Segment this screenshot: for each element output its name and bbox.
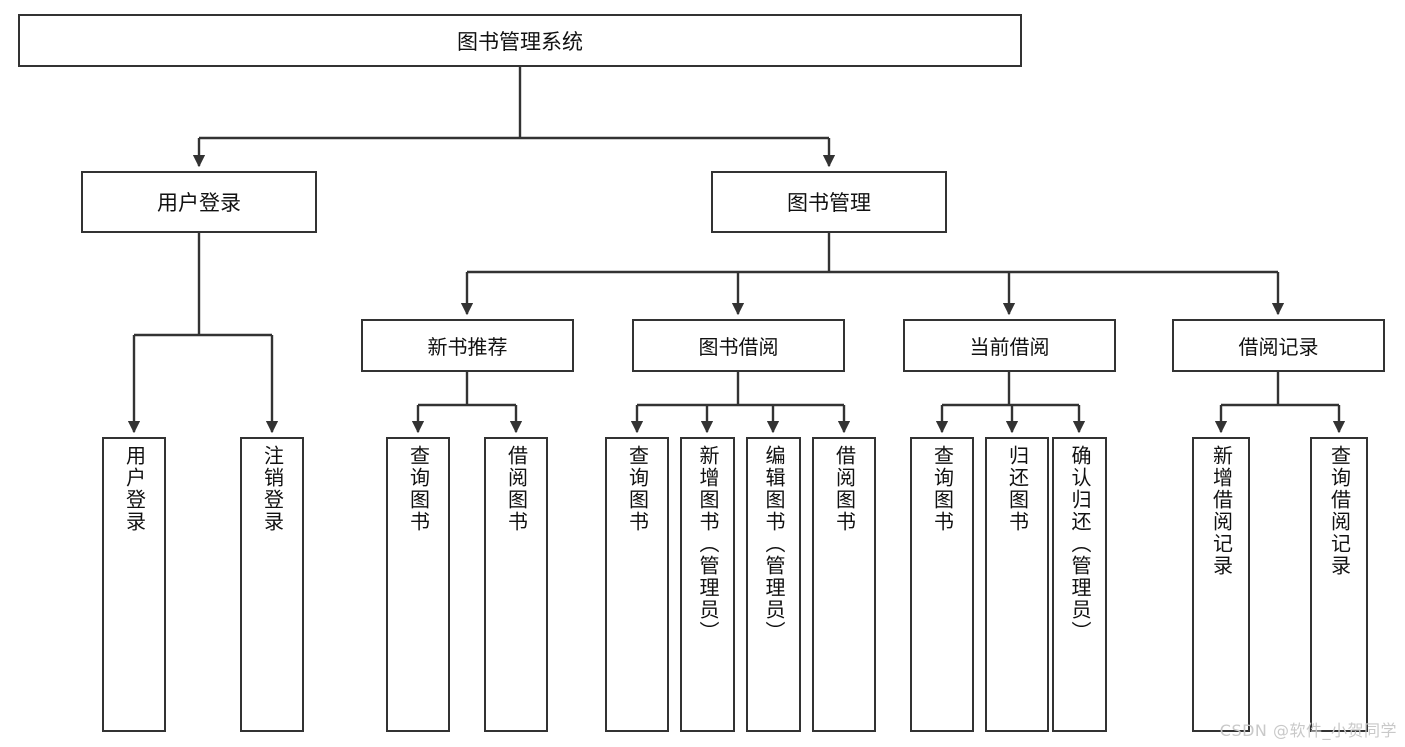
node-leaf-query-book-1-label: 查询图书	[406, 445, 431, 533]
node-leaf-query-book-3-label: 查询图书	[930, 445, 955, 533]
node-leaf-logout-label: 注销登录	[260, 445, 285, 533]
node-root-label: 图书管理系统	[457, 29, 583, 54]
node-leaf-add-borrow-record-label: 新增借阅记录	[1209, 445, 1234, 577]
node-book-borrow-label: 图书借阅	[698, 335, 779, 359]
node-leaf-return-book[interactable]: 归还图书	[985, 437, 1049, 732]
node-leaf-borrow-book-2[interactable]: 借阅图书	[812, 437, 876, 732]
node-leaf-query-book-2-label: 查询图书	[625, 445, 650, 533]
node-leaf-query-book-3[interactable]: 查询图书	[910, 437, 974, 732]
node-leaf-query-book-1[interactable]: 查询图书	[386, 437, 450, 732]
node-leaf-query-borrow-record-label: 查询借阅记录	[1327, 445, 1352, 577]
node-borrow-record-label: 借阅记录	[1238, 335, 1319, 359]
node-leaf-return-book-label: 归还图书	[1005, 445, 1030, 533]
node-book-borrow[interactable]: 图书借阅	[632, 319, 845, 372]
node-leaf-query-book-2[interactable]: 查询图书	[605, 437, 669, 732]
node-user-login[interactable]: 用户登录	[81, 171, 317, 233]
node-new-book-recommend[interactable]: 新书推荐	[361, 319, 574, 372]
node-current-borrow-label: 当前借阅	[969, 335, 1050, 359]
node-book-manage[interactable]: 图书管理	[711, 171, 947, 233]
node-leaf-logout[interactable]: 注销登录	[240, 437, 304, 732]
node-leaf-borrow-book-1-label: 借阅图书	[504, 445, 529, 533]
node-leaf-add-borrow-record[interactable]: 新增借阅记录	[1192, 437, 1250, 732]
node-leaf-confirm-return-admin-label: 确认归还（管理员）	[1068, 445, 1092, 643]
node-root-system[interactable]: 图书管理系统	[18, 14, 1022, 67]
node-leaf-user-login[interactable]: 用户登录	[102, 437, 166, 732]
node-user-login-label: 用户登录	[157, 191, 241, 215]
node-borrow-record[interactable]: 借阅记录	[1172, 319, 1385, 372]
node-leaf-borrow-book-1[interactable]: 借阅图书	[484, 437, 548, 732]
node-leaf-add-book-admin[interactable]: 新增图书（管理员）	[680, 437, 735, 732]
node-current-borrow[interactable]: 当前借阅	[903, 319, 1116, 372]
node-leaf-borrow-book-2-label: 借阅图书	[832, 445, 857, 533]
node-leaf-add-book-admin-label: 新增图书（管理员）	[696, 445, 720, 643]
node-leaf-edit-book-admin[interactable]: 编辑图书（管理员）	[746, 437, 801, 732]
node-leaf-query-borrow-record[interactable]: 查询借阅记录	[1310, 437, 1368, 732]
node-book-manage-label: 图书管理	[787, 191, 871, 215]
node-leaf-edit-book-admin-label: 编辑图书（管理员）	[762, 445, 786, 643]
node-leaf-user-login-label: 用户登录	[122, 445, 147, 533]
watermark-text: CSDN @软件_小贺同学	[1219, 721, 1397, 740]
node-leaf-confirm-return-admin[interactable]: 确认归还（管理员）	[1052, 437, 1107, 732]
node-new-book-recommend-label: 新书推荐	[427, 335, 508, 359]
